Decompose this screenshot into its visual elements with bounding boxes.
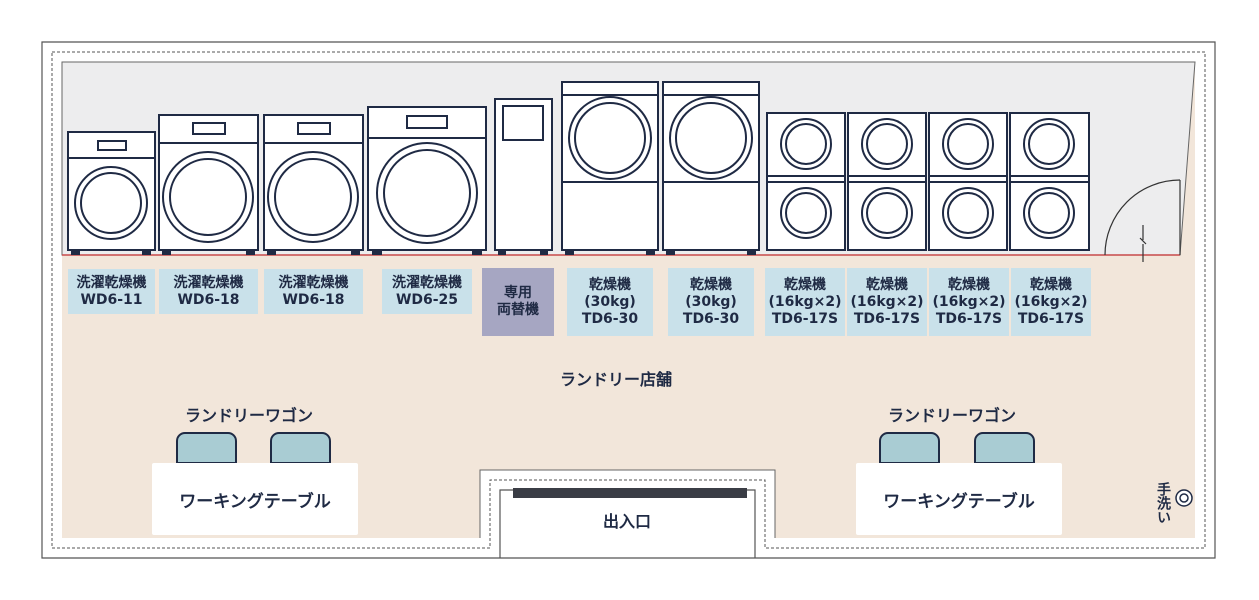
label-dryer-td6-30-b: 乾燥機(30kg)TD6-30 xyxy=(668,268,754,336)
wagon-label-left: ランドリーワゴン xyxy=(185,406,314,425)
entrance-mat xyxy=(513,488,747,498)
dryer-td6-30-b xyxy=(662,81,760,255)
laundry-wagon xyxy=(270,432,331,464)
dryer-td6-17s-b xyxy=(847,112,927,251)
dryer-td6-17s-d xyxy=(1009,112,1090,251)
label-dryer-td6-30-a: 乾燥機(30kg)TD6-30 xyxy=(567,268,653,336)
working-table-right: ワーキングテーブル xyxy=(856,463,1062,535)
label-change-machine: 専用両替機 xyxy=(482,268,554,336)
washer-wd6-11 xyxy=(67,131,156,255)
handwash-label: 手洗い xyxy=(1155,482,1171,524)
dryer-td6-30-a xyxy=(561,81,659,255)
washer-wd6-18-a xyxy=(158,114,259,255)
entrance-label: 出入口 xyxy=(603,512,652,531)
label-dryer-td6-17s-d: 乾燥機(16kg×2)TD6-17S xyxy=(1011,268,1091,336)
washer-wd6-18-b xyxy=(263,114,364,255)
label-dryer-td6-17s-b: 乾燥機(16kg×2)TD6-17S xyxy=(847,268,927,336)
dryer-td6-17s-c xyxy=(928,112,1008,251)
washer-wd6-25 xyxy=(367,106,487,255)
laundry-wagon xyxy=(176,432,237,464)
entrance-outline xyxy=(479,469,776,538)
label-dryer-td6-17s-a: 乾燥機(16kg×2)TD6-17S xyxy=(765,268,845,336)
working-table-left: ワーキングテーブル xyxy=(152,463,358,535)
inner-wall xyxy=(51,51,1206,549)
side-door xyxy=(1104,179,1181,262)
change-machine xyxy=(494,98,553,255)
label-dryer-td6-17s-c: 乾燥機(16kg×2)TD6-17S xyxy=(929,268,1009,336)
dryer-td6-17s-a xyxy=(766,112,846,251)
outer-wall xyxy=(41,41,1216,559)
handwash-icon xyxy=(1175,489,1193,507)
laundry-wagon xyxy=(974,432,1035,464)
wagon-label-right: ランドリーワゴン xyxy=(888,406,1017,425)
laundry-wagon xyxy=(879,432,940,464)
store-label: ランドリー店舗 xyxy=(560,370,673,389)
